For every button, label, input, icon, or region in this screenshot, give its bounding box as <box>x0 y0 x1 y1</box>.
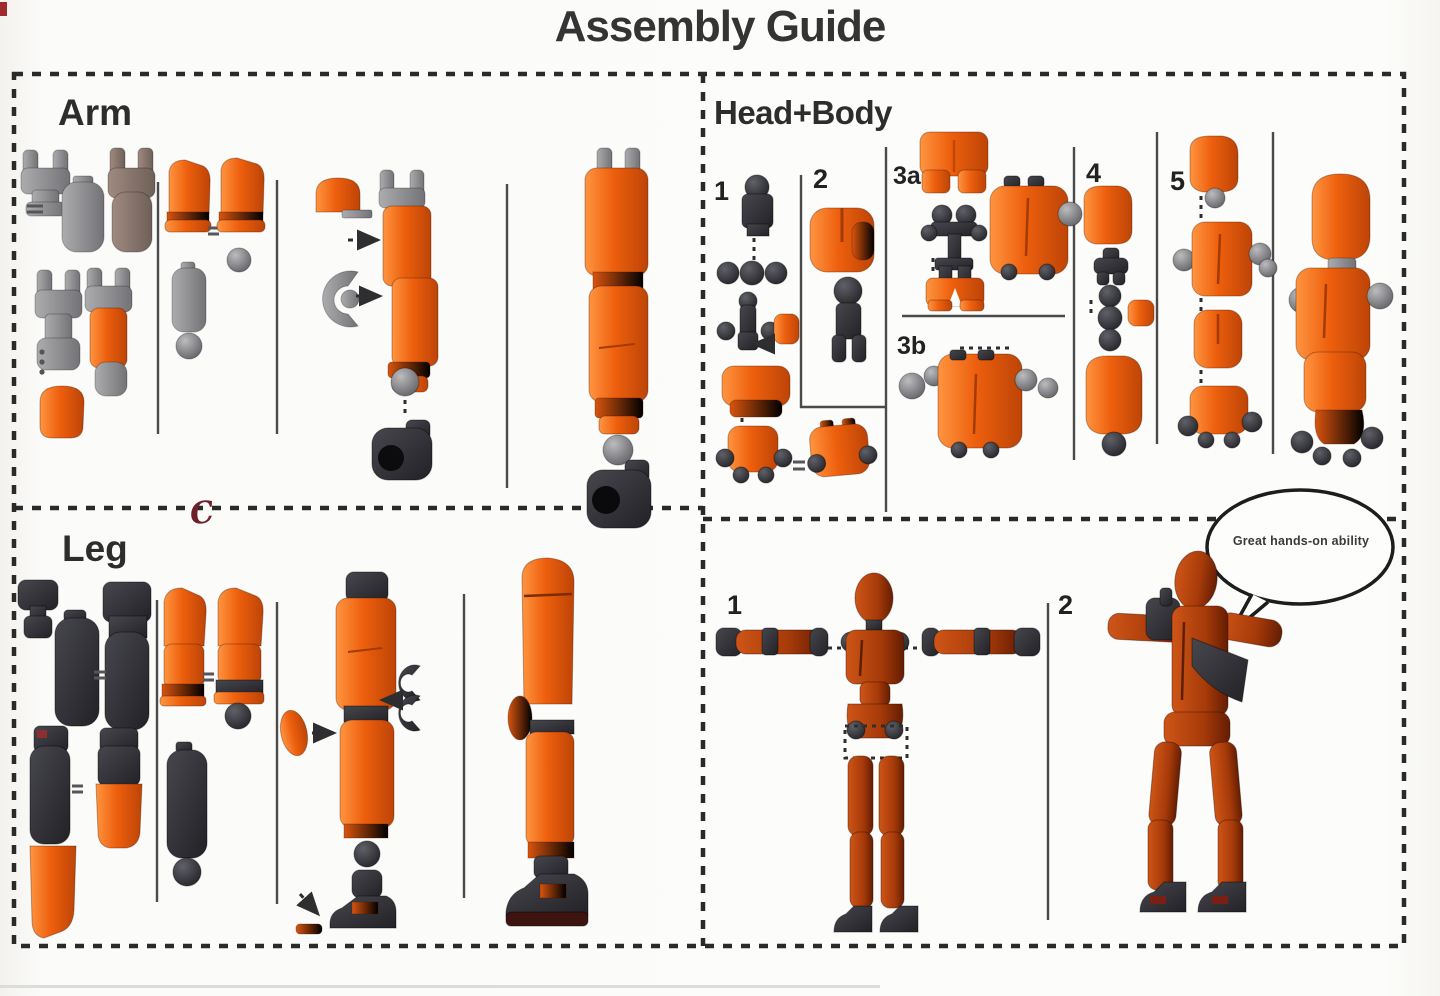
head-body-illustration <box>715 131 1394 484</box>
head-body-section-label: Head+Body <box>714 94 892 131</box>
page-title: Assembly Guide <box>554 2 887 51</box>
finished-figure <box>1107 488 1395 913</box>
handwritten-c-annotation: C <box>187 494 217 533</box>
assembly-step-1-label: 1 <box>727 590 743 620</box>
leg-illustration <box>17 557 589 939</box>
head-body-step-5-label: 5 <box>1170 166 1186 196</box>
leg-section-label: Leg <box>62 528 128 569</box>
speech-bubble-text: Great hands-on ability <box>1232 534 1370 548</box>
assembly-step-2-label: 2 <box>1058 590 1074 620</box>
scan-artifact-red <box>0 2 7 16</box>
head-body-step-3a-label: 3a <box>893 162 921 190</box>
substep-dividers <box>155 132 1275 920</box>
head-body-step-1-label: 1 <box>714 176 730 206</box>
head-body-step-2-label: 2 <box>813 164 829 194</box>
head-body-step-4-label: 4 <box>1086 158 1102 188</box>
head-body-step-3b-label: 3b <box>897 332 927 360</box>
arm-section-label: Arm <box>58 92 133 133</box>
final-assembly-illustration <box>715 488 1395 933</box>
t-pose-figure <box>715 572 1041 933</box>
scan-bottom-edge <box>0 985 880 988</box>
arm-illustration <box>20 147 652 529</box>
